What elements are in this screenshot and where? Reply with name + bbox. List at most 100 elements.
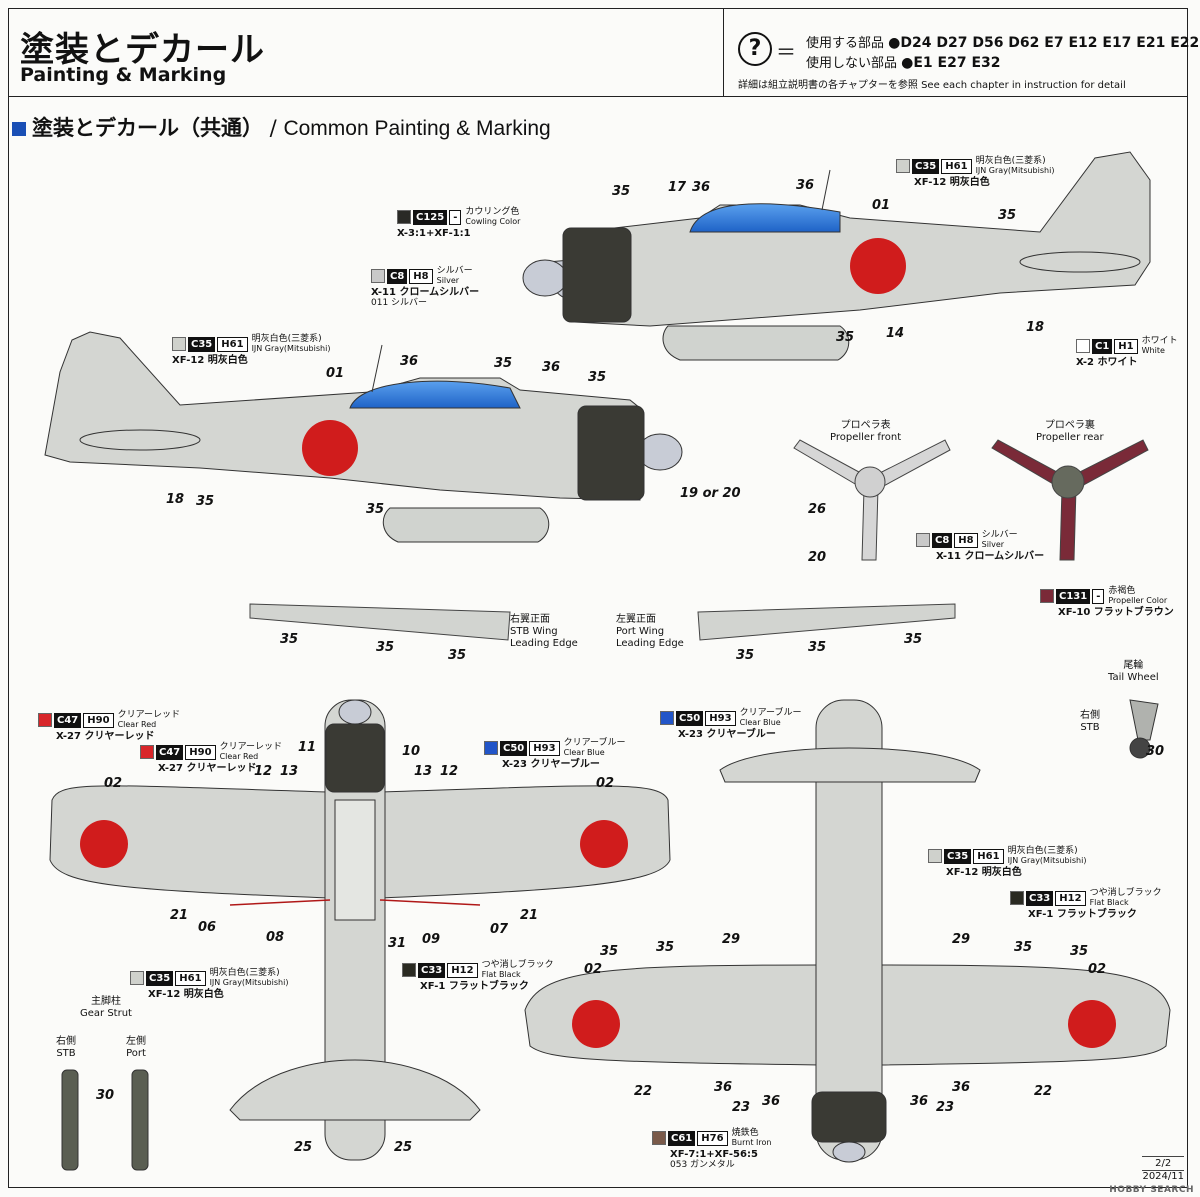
mr-color-code: C33 [418, 962, 446, 978]
alt-paint: 011 シルバー [371, 298, 428, 308]
top-view-drawing [524, 699, 1171, 1163]
label-en: STB Wing [510, 626, 558, 637]
callout-number: 25 [394, 1140, 413, 1155]
callout-number: 35 [904, 632, 923, 647]
callout-number: 12 [254, 764, 273, 779]
mr-color-code: C1 [1092, 338, 1113, 354]
section-title-jp: 塗装とデカール（共通） [32, 116, 263, 140]
side-view-left-profile [522, 151, 1151, 361]
callout-number: 23 [732, 1100, 751, 1115]
aqueous-code: H8 [954, 532, 978, 548]
aqueous-code: H1 [1114, 338, 1138, 354]
callout-number: 36 [796, 178, 815, 193]
mr-color-code: C47 [156, 744, 184, 760]
mr-color-code: C35 [188, 336, 216, 352]
color-swatch [916, 533, 930, 547]
callout-number: 26 [808, 502, 827, 517]
port-wing-label: 左翼正面 Port Wing Leading Edge [616, 614, 684, 650]
callout-number: 35 [448, 648, 467, 663]
stb-wing-label: 右翼正面 STB Wing Leading Edge [510, 614, 578, 650]
callout-number: 08 [266, 930, 285, 945]
tamiya-mix: X-2 ホワイト [1076, 357, 1138, 368]
section-title-slash: / [263, 116, 284, 140]
page-subtitle: Painting & Marking [20, 64, 227, 86]
callout-number: 13 [280, 764, 299, 779]
used-parts-line: 使用する部品 ●D24 D27 D56 D62 E7 E12 E17 E21 E… [806, 32, 1199, 51]
callout-number: 30 [1146, 744, 1165, 759]
used-parts-list: ●D24 D27 D56 D62 E7 E12 E17 E21 E22 [888, 35, 1200, 51]
paint-name-en: IJN Gray(Mitsubishi) [209, 978, 289, 987]
color-swatch [896, 159, 910, 173]
tamiya-mix: X-3:1+XF-1:1 [397, 228, 471, 239]
unused-parts-list: ●E1 E27 E32 [901, 55, 1001, 71]
propeller-front-drawing [793, 439, 951, 561]
paint-name-jp: クリアーレッド [117, 710, 181, 720]
color-swatch [172, 337, 186, 351]
header-divider [8, 96, 1188, 97]
mr-color-code: C8 [932, 532, 953, 548]
callout-number: 29 [722, 932, 741, 947]
mr-color-code: C125 [413, 209, 448, 225]
mr-color-code: C35 [944, 848, 972, 864]
paint-name-en: Silver [981, 540, 1005, 549]
color-swatch [484, 741, 498, 755]
paint-name-jp: 明灰白色(三菱系) [975, 156, 1046, 166]
paint-name-jp: ホワイト [1141, 336, 1178, 346]
mr-color-code: C50 [676, 710, 704, 726]
unused-parts-line: 使用しない部品 ●E1 E27 E32 [806, 52, 1001, 71]
label-jp: 右側 [56, 1036, 76, 1047]
color-swatch [1010, 891, 1024, 905]
aqueous-code: H12 [1055, 890, 1086, 906]
paint-name-en: Silver [436, 276, 460, 285]
callout-number: 02 [1088, 962, 1107, 977]
equals-sign: ＝ [776, 40, 796, 64]
paint-label-gray-right: C35 H61 明灰白色(三菱系)IJN Gray(Mitsubishi) XF… [928, 846, 1086, 878]
label-en-2: Leading Edge [510, 638, 578, 649]
paint-name-en: Propeller Color [1108, 596, 1168, 605]
paint-name-en: Clear Red [219, 752, 259, 761]
callout-number: 35 [836, 330, 855, 345]
propeller-rear-drawing [991, 439, 1149, 561]
callout-number: 02 [596, 776, 615, 791]
gear-stb-label: 右側 STB [56, 1036, 76, 1060]
paint-name-en: IJN Gray(Mitsubishi) [975, 166, 1055, 175]
label-jp: 左側 [126, 1036, 146, 1047]
color-swatch [140, 745, 154, 759]
port-wing-leading-edge [697, 603, 956, 641]
used-parts-label: 使用する部品 [806, 36, 885, 51]
callout-number: 35 [736, 648, 755, 663]
callout-number: 36 [400, 354, 419, 369]
mr-color-code: C35 [912, 158, 940, 174]
callout-number: 36 [952, 1080, 971, 1095]
callout-number: 18 [1026, 320, 1045, 335]
callout-number: 13 [414, 764, 433, 779]
propeller-rear-label: プロペラ裏 Propeller rear [1036, 420, 1104, 444]
tamiya-mix: XF-12 明灰白色 [914, 177, 990, 188]
tamiya-mix: X-23 クリヤーブルー [678, 729, 776, 740]
help-icon: ? [738, 32, 772, 66]
callout-number: 17 [668, 180, 687, 195]
page-footer: 2/2 2024/11 [1142, 1156, 1184, 1183]
tail-wheel-label: 尾輪 Tail Wheel [1108, 660, 1159, 684]
paint-name-en: White [1141, 346, 1165, 355]
label-jp: プロペラ表 [840, 420, 891, 431]
paint-name-jp: シルバー [981, 530, 1018, 540]
aqueous-code: H61 [941, 158, 972, 174]
callout-number: 35 [1070, 944, 1089, 959]
aqueous-code: H76 [697, 1130, 728, 1146]
color-swatch [130, 971, 144, 985]
callout-number: 22 [634, 1084, 653, 1099]
paint-name-jp: 明灰白色(三菱系) [251, 334, 322, 344]
page-number: 2/2 [1142, 1158, 1184, 1171]
section-title: 塗装とデカール（共通） / Common Painting & Marking [12, 112, 551, 142]
bottom-view-drawing [49, 699, 671, 1161]
callout-number: 35 [808, 640, 827, 655]
tamiya-mix: XF-10 フラットブラウン [1058, 607, 1174, 618]
paint-name-en: Flat Black [481, 970, 521, 979]
callout-number: 35 [366, 502, 385, 517]
paint-name-en: IJN Gray(Mitsubishi) [1007, 856, 1087, 865]
